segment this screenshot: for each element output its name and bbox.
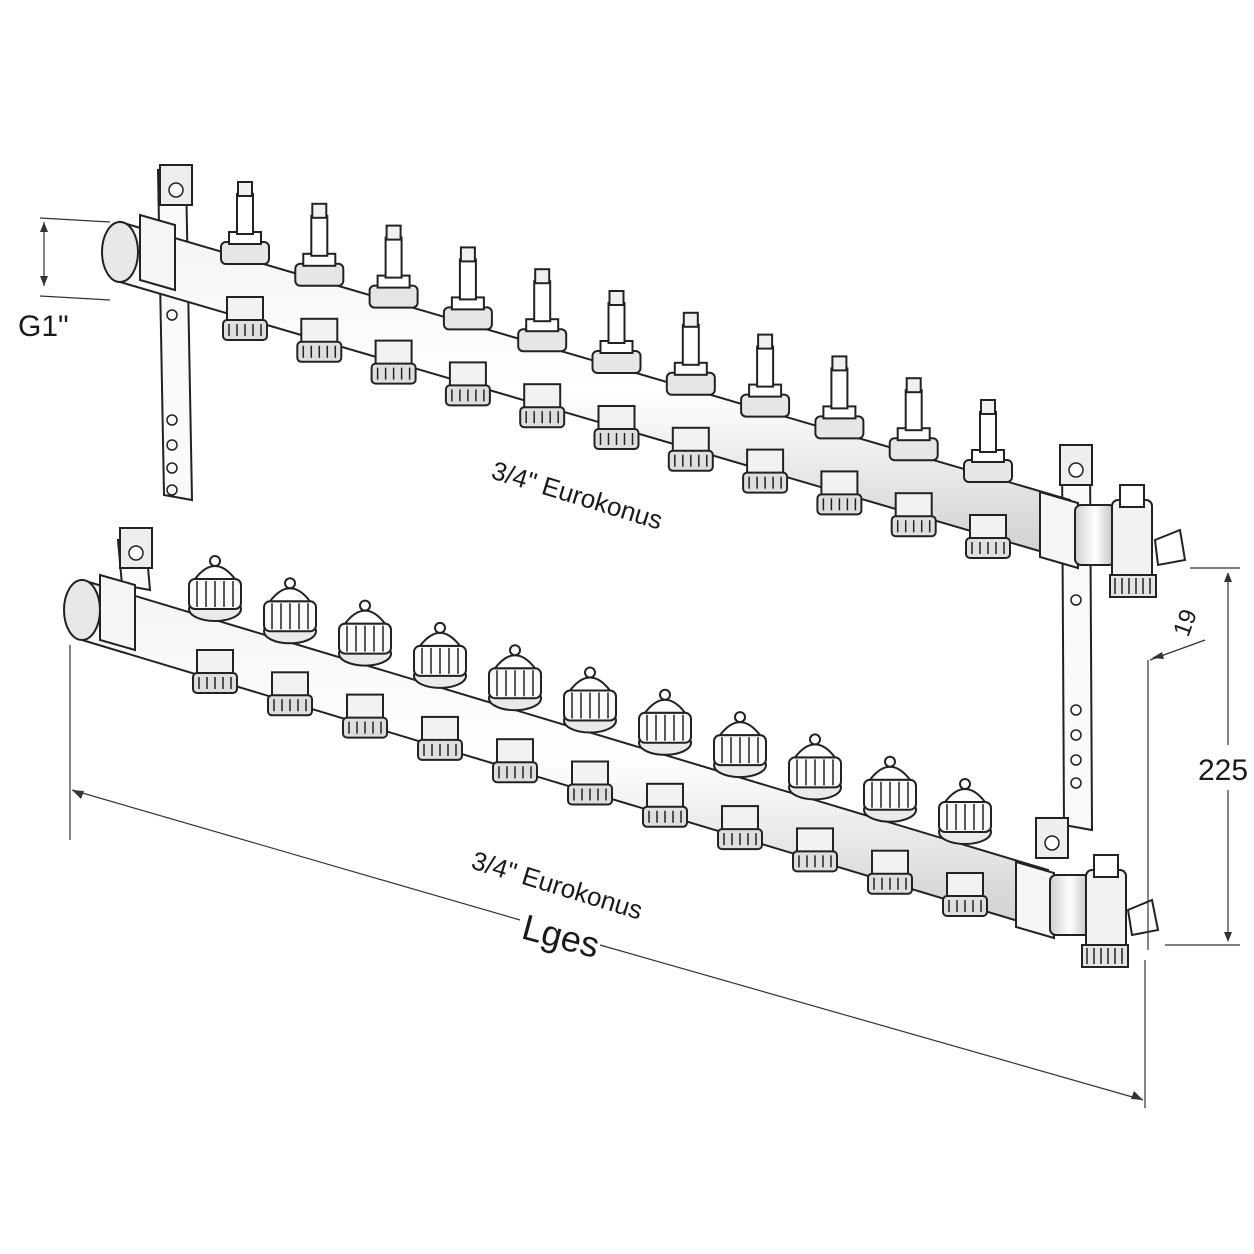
lower-outlet (338, 599, 392, 739)
upper-ball-valve (1074, 484, 1187, 598)
lower-outlet-row (188, 555, 992, 917)
lower-outlet (788, 733, 842, 873)
bar-spacing-label: 225 (1198, 754, 1248, 787)
dimension-lges (69, 645, 1146, 1108)
lower-outlet (713, 711, 767, 851)
lower-outlet (488, 644, 542, 784)
dimension-225 (1165, 567, 1240, 946)
upper-outlet (368, 224, 419, 385)
lower-outlet (413, 621, 467, 761)
upper-outlet (220, 181, 270, 341)
upper-outlet (294, 202, 345, 363)
upper-outlet (591, 290, 642, 450)
upper-outlet (814, 355, 865, 516)
lower-ball-valve (1049, 854, 1160, 968)
pipe-offset-label: 19 (1168, 606, 1203, 640)
lower-outlet (938, 778, 992, 917)
lower-outlet (263, 577, 317, 717)
upper-connection-label: 3/4" Eurokonus (488, 455, 666, 535)
upper-outlet-row (220, 181, 1013, 559)
total-length-label: Lges (518, 906, 604, 966)
lower-outlet (863, 755, 917, 895)
upper-outlet (517, 268, 568, 429)
lower-outlet (188, 555, 242, 694)
upper-outlet (963, 399, 1013, 559)
dimension-19 (1147, 639, 1206, 950)
upper-outlet (888, 377, 939, 538)
upper-outlet (665, 311, 716, 472)
inlet-thread-label: G1" (18, 310, 69, 343)
upper-outlet (740, 333, 791, 494)
lower-outlet (638, 688, 692, 828)
upper-outlet (442, 246, 493, 407)
dimension-g1 (39, 217, 111, 301)
lower-outlet (563, 666, 617, 806)
